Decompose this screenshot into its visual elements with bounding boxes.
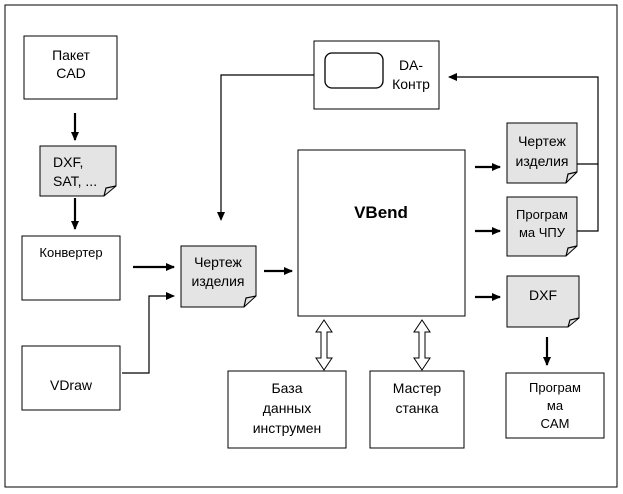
tool-database-line-2: данных: [263, 400, 311, 416]
cam-program-line-3: CAM: [541, 416, 570, 431]
tool-database-line-1: База: [271, 380, 302, 396]
part-drawing-in-line-1: Чертеж: [194, 254, 242, 270]
da-control-line-1: DA-: [399, 57, 423, 73]
part-drawing-out-line-1: Чертеж: [518, 133, 566, 149]
edge-da-control-to-part-drawing: [217, 74, 314, 221]
outer-frame: [4, 4, 618, 488]
edge-vdraw-to-part-drawing: [122, 292, 175, 374]
cnc-program-line-1: Програм: [516, 207, 568, 222]
node-cnc-program: Програм ма ЧПУ: [506, 196, 578, 257]
converter-label: Конвертер: [39, 245, 102, 260]
node-cad-package: Пакет CAD: [23, 35, 118, 100]
edge-vbend-machine-wizard-bidirectional: [413, 319, 431, 371]
dxf-sat-line-2: SAT, ...: [53, 173, 97, 189]
node-dxf-output: DXF: [506, 275, 580, 328]
cam-program-line-2: ма: [547, 398, 564, 413]
cam-program-line-1: Програм: [529, 380, 581, 395]
da-control-line-2: Контр: [392, 76, 430, 92]
vbend-label: VBend: [354, 203, 408, 222]
node-dxf-sat-input: DXF, SAT, ...: [39, 145, 117, 197]
node-part-drawing-input: Чертеж изделия: [180, 245, 257, 308]
dxf-sat-line-1: DXF,: [53, 154, 83, 170]
tool-database-line-3: инструмен: [253, 420, 322, 436]
cnc-program-line-2: ма ЧПУ: [519, 225, 566, 240]
vdraw-label: VDraw: [50, 377, 93, 393]
edge-cnc-program-to-da-control: [577, 164, 599, 232]
edge-part-drawing-out-to-da-control: [448, 73, 599, 165]
node-cam-program: Програм ма CAM: [505, 372, 605, 439]
part-drawing-in-line-2: изделия: [192, 273, 245, 289]
node-converter: Конвертер: [21, 235, 121, 301]
cad-package-line-1: Пакет: [52, 47, 90, 63]
node-part-drawing-output: Чертеж изделия: [506, 122, 578, 184]
node-vdraw: VDraw: [21, 345, 121, 411]
edge-vbend-tool-database-bidirectional: [315, 319, 333, 371]
node-da-control: DA- Контр: [313, 40, 440, 110]
dxf-output-label: DXF: [529, 287, 557, 303]
node-tool-database: База данных инструмен: [227, 370, 347, 449]
cad-package-line-2: CAD: [56, 65, 86, 81]
machine-wizard-line-2: станка: [396, 400, 439, 416]
part-drawing-out-line-2: изделия: [516, 153, 569, 169]
node-machine-wizard: Мастер станка: [369, 370, 465, 449]
machine-wizard-line-1: Мастер: [393, 380, 442, 396]
display-screen-icon: [324, 52, 384, 89]
node-vbend: VBend: [297, 149, 466, 317]
